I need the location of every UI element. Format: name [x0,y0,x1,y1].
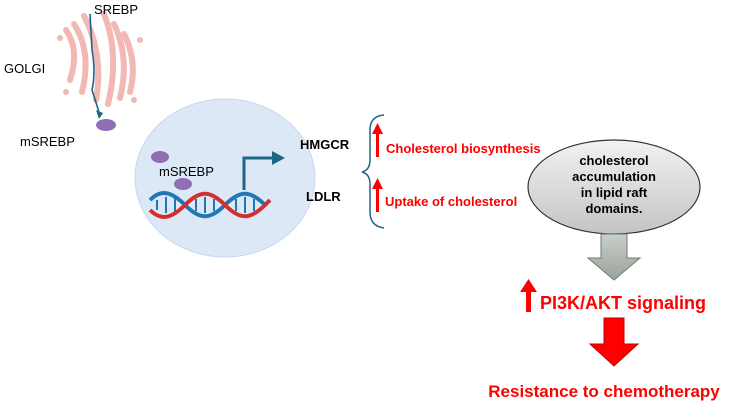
up-arrow-biosynthesis [372,123,383,157]
srebp-label: SREBP [94,2,138,17]
msrebp-protein-nucleus-1 [151,151,169,163]
srebp-transport-arrow [89,13,100,113]
msrebp-protein-nucleus-2 [174,178,192,190]
resistance-to-chemotherapy-label: Resistance to chemotherapy [488,382,720,401]
ldlr-label: LDLR [306,189,341,204]
ellipse-text-line-3: in lipid raft [581,185,648,200]
ellipse-text-line-2: accumulation [572,169,656,184]
transcription-arrowhead [272,151,285,165]
msrebp-outside-label: mSREBP [20,134,75,149]
msrebp-protein-outside [96,119,116,131]
gray-down-arrow [586,233,642,281]
curly-brace [361,114,385,229]
golgi-label: GOLGI [4,61,45,76]
transcription-arrow [242,156,274,190]
msrebp-nucleus-label: mSREBP [159,164,214,179]
ellipse-text-line-4: domains. [585,201,642,216]
cholesterol-biosynthesis-label: Cholesterol biosynthesis [386,141,541,156]
golgi-apparatus [57,11,143,107]
nucleus [134,98,316,258]
red-down-arrow [588,317,640,367]
up-arrow-pi3k [520,279,537,312]
uptake-of-cholesterol-label: Uptake of cholesterol [385,194,517,209]
dna-helix [148,191,272,219]
hmgcr-label: HMGCR [300,137,350,152]
pi3k-akt-signaling-label: PI3K/AKT signaling [540,293,706,313]
up-arrow-uptake [372,178,383,212]
ellipse-text-line-1: cholesterol [579,153,648,168]
srebp-arrowhead [96,110,103,119]
